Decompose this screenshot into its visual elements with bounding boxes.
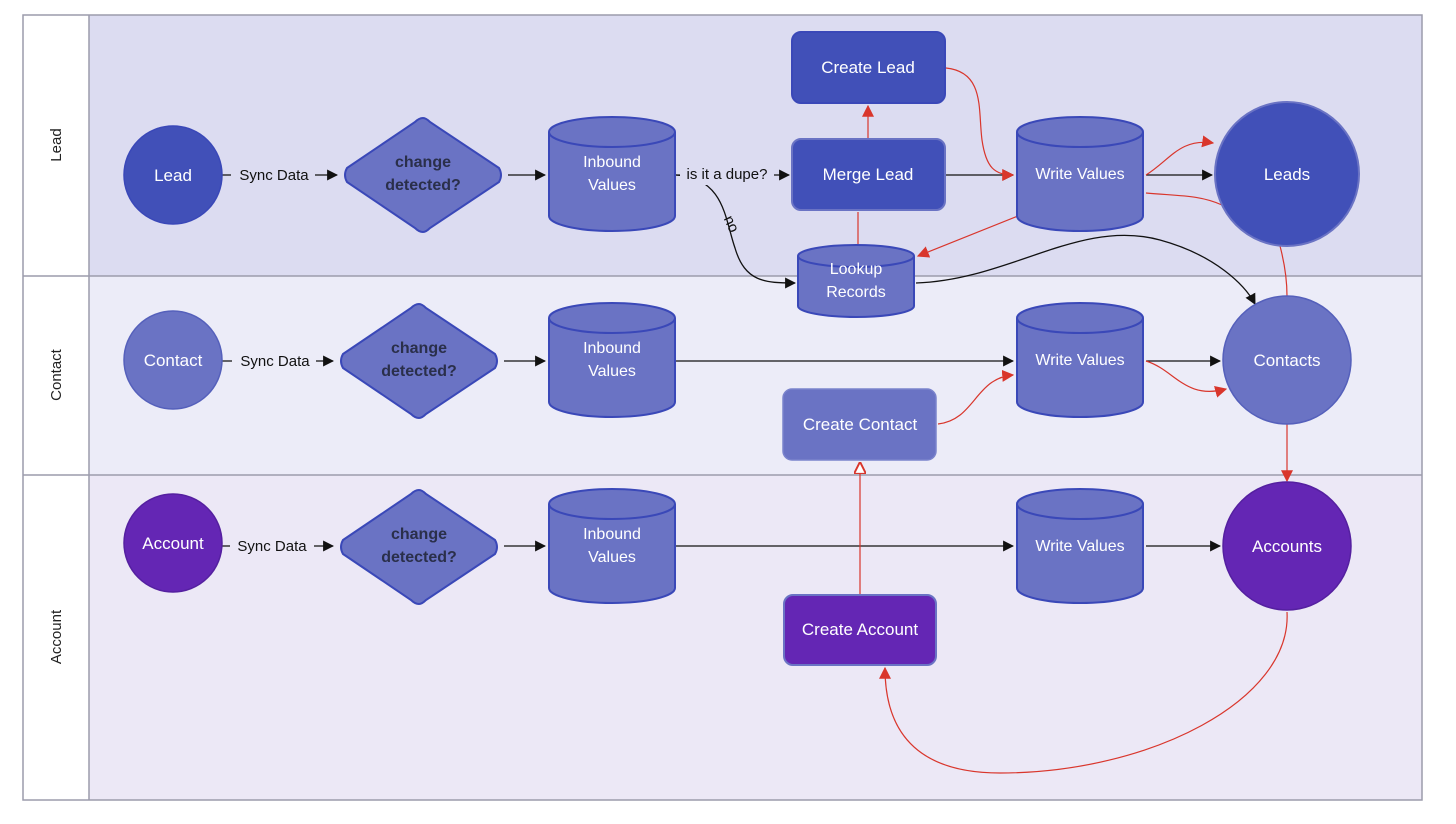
nodes: Lead Contact Account change detected? ch…: [123, 31, 1360, 666]
edge-create-contact-write: [937, 369, 1015, 425]
account-change-line2: detected?: [381, 549, 457, 566]
account-inbound-values-db[interactable]: Inbound Values: [548, 488, 676, 604]
contact-inbound-line2: Values: [588, 363, 636, 380]
account-source-node[interactable]: Account: [123, 493, 223, 593]
create-contact-process[interactable]: Create Contact: [782, 388, 937, 461]
lead-write-values-db[interactable]: Write Values: [1016, 116, 1144, 232]
edge-write-contacts-red-upper: [1145, 192, 1223, 206]
edge-label-sync-account: Sync Data: [237, 538, 307, 555]
account-write-label: Write Values: [1035, 538, 1124, 555]
edge-lookup-contacts: [915, 234, 1256, 305]
edge-create-lead-write: [945, 67, 1015, 181]
contact-write-values-db[interactable]: Write Values: [1016, 302, 1144, 418]
lane-contact-band: [89, 276, 1422, 475]
contact-inbound-line1: Inbound: [583, 340, 641, 357]
lane-lead-band: [89, 15, 1422, 276]
lane-label-lead: Lead: [48, 128, 65, 161]
account-inbound-line1: Inbound: [583, 526, 641, 543]
lead-inbound-line1: Inbound: [583, 154, 641, 171]
contact-inbound-values-db[interactable]: Inbound Values: [548, 302, 676, 418]
leads-target-node[interactable]: Leads: [1214, 101, 1360, 247]
edge-label-is-dupe: is it a dupe?: [687, 166, 768, 183]
lane-account-band: [89, 475, 1422, 800]
create-lead-label: Create Lead: [821, 58, 915, 77]
edge-write-lookup: [916, 215, 1019, 258]
lane-label-account: Account: [48, 609, 65, 664]
contact-change-line2: detected?: [381, 363, 457, 380]
account-source-label: Account: [142, 534, 204, 553]
contacts-target-node[interactable]: Contacts: [1222, 295, 1352, 425]
lookup-line2: Records: [826, 284, 886, 301]
contacts-label: Contacts: [1253, 351, 1320, 370]
merge-lead-process[interactable]: Merge Lead: [791, 138, 946, 211]
accounts-target-node[interactable]: Accounts: [1222, 481, 1352, 611]
create-lead-process[interactable]: Create Lead: [791, 31, 946, 104]
edge-lead-inbound-lookup: [675, 174, 797, 289]
account-change-line1: change: [391, 526, 447, 543]
account-write-values-db[interactable]: Write Values: [1016, 488, 1144, 604]
create-account-process[interactable]: Create Account: [783, 594, 937, 666]
swimlanes: Lead Contact Account: [22, 14, 1423, 801]
contact-change-decision[interactable]: change detected?: [340, 302, 498, 420]
pool-border: [22, 14, 1423, 801]
account-change-decision[interactable]: change detected?: [340, 488, 498, 606]
lane-header-column: [23, 15, 89, 800]
contact-source-node[interactable]: Contact: [123, 310, 223, 410]
edge-leads-contacts-red: [1279, 245, 1288, 297]
contact-change-line1: change: [391, 340, 447, 357]
merge-lead-label: Merge Lead: [823, 165, 914, 184]
lead-change-line2: detected?: [385, 177, 461, 194]
edge-label-sync-lead: Sync Data: [239, 167, 309, 184]
lead-change-line1: change: [395, 154, 451, 171]
edge-label-sync-contact: Sync Data: [240, 353, 310, 370]
lookup-records-db[interactable]: Lookup Records: [797, 244, 915, 318]
lead-change-decision[interactable]: change detected?: [344, 116, 502, 234]
edge-labels: Sync Data Sync Data Sync Data is it a du…: [230, 163, 774, 556]
lead-source-node[interactable]: Lead: [123, 125, 223, 225]
edge-label-no: no: [720, 213, 742, 235]
accounts-label: Accounts: [1252, 537, 1322, 556]
account-inbound-line2: Values: [588, 549, 636, 566]
create-contact-label: Create Contact: [803, 415, 918, 434]
lead-source-label: Lead: [154, 166, 192, 185]
edge-contact-write-contacts-red: [1145, 360, 1228, 398]
leads-label: Leads: [1264, 165, 1310, 184]
contact-source-label: Contact: [144, 351, 203, 370]
lane-label-contact: Contact: [48, 348, 65, 401]
lookup-line1: Lookup: [830, 261, 883, 278]
lead-inbound-values-db[interactable]: Inbound Values: [548, 116, 676, 232]
contact-write-label: Write Values: [1035, 352, 1124, 369]
lead-write-label: Write Values: [1035, 166, 1124, 183]
create-account-label: Create Account: [802, 620, 919, 639]
edge-write-leads-red: [1145, 135, 1215, 176]
lead-inbound-line2: Values: [588, 177, 636, 194]
edge-accounts-create-account: [879, 611, 1288, 774]
